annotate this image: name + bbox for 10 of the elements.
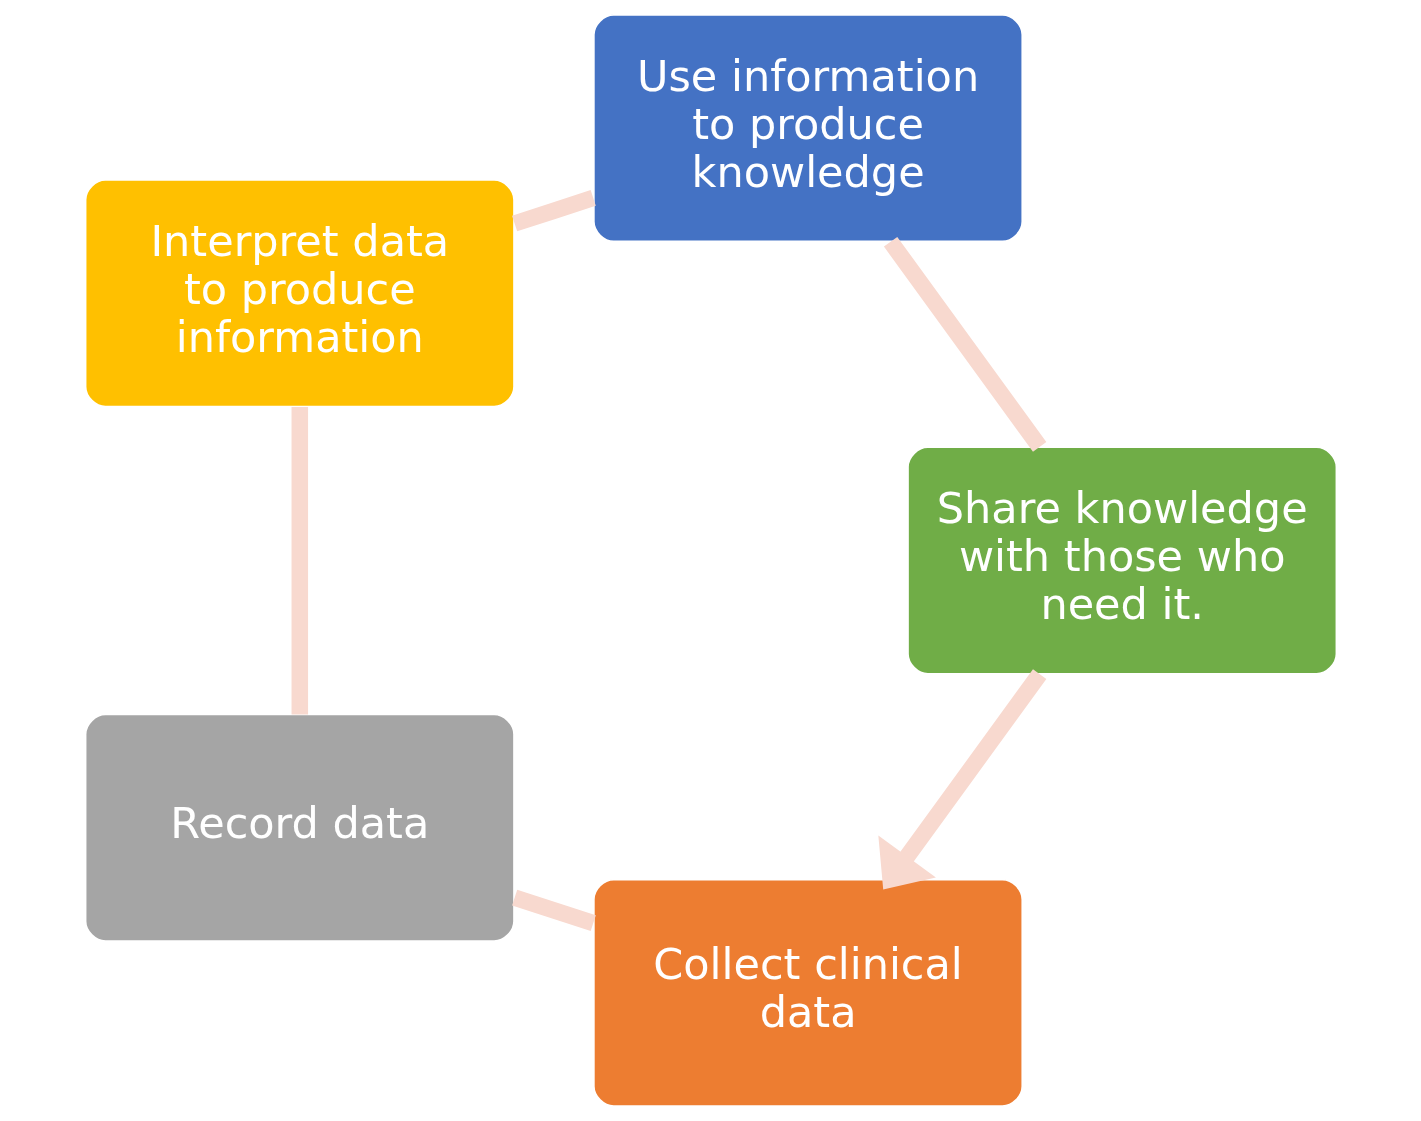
connector [883,236,1046,452]
node-box: Use information to produce knowledge [592,14,1023,243]
node-box: Share knowledge with those who need it. [906,446,1337,675]
node-box: Collect clinical data [592,878,1023,1107]
arrow [877,669,1046,890]
node-box: Interpret data to produce information [84,179,515,408]
connector [291,406,308,715]
node-box: Record data [84,713,515,942]
connector [511,889,596,931]
connector [511,190,596,232]
